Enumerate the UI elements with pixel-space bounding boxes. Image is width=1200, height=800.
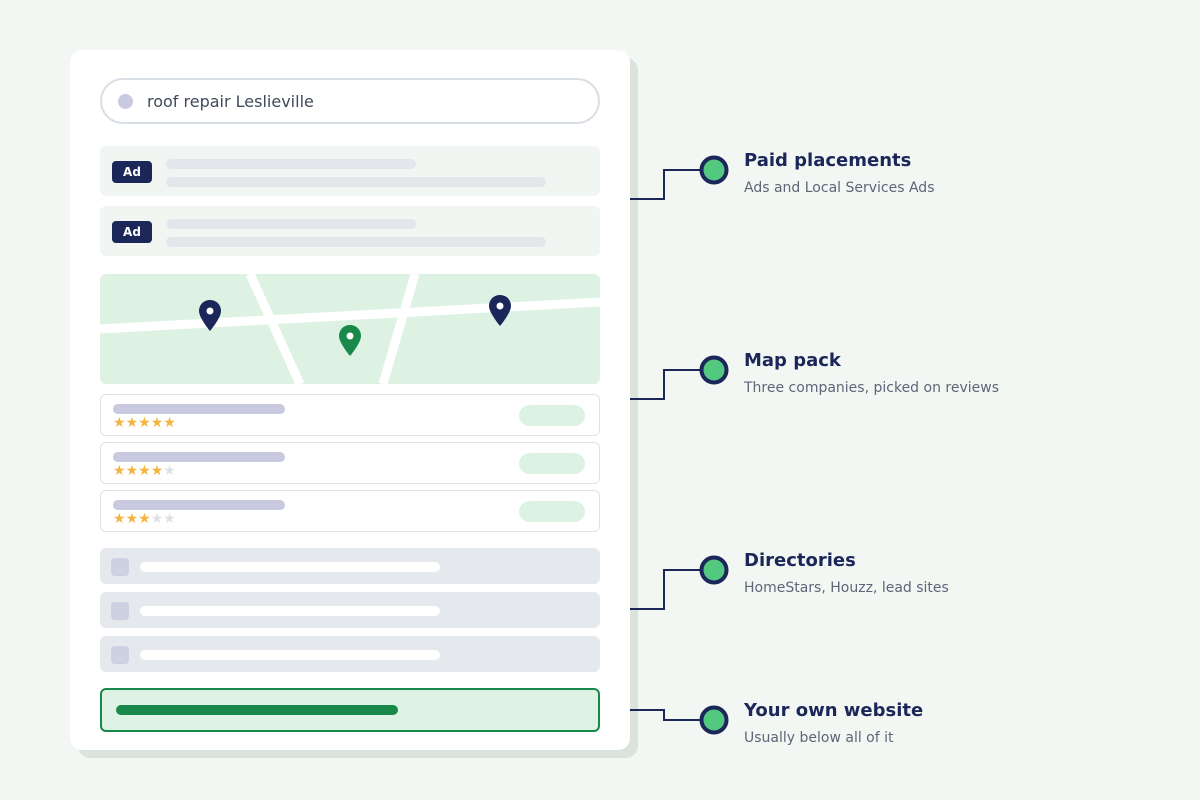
- star-filled-icon: ★: [125, 511, 139, 527]
- ad-title-placeholder: [166, 159, 416, 169]
- star-filled-icon: ★: [163, 415, 176, 431]
- directory-favicon: [111, 646, 129, 664]
- map-pin-icon[interactable]: [199, 300, 221, 331]
- ad-text-placeholder: [166, 177, 546, 187]
- callout-title-paid: Paid placements: [744, 150, 912, 171]
- ad-badge: Ad: [112, 221, 152, 243]
- ad-badge: Ad: [112, 161, 152, 183]
- search-icon: [118, 93, 133, 109]
- callout-node: [699, 355, 729, 385]
- directory-title-placeholder: [140, 606, 440, 616]
- star-filled-icon: ★: [113, 415, 126, 431]
- callout-subtitle-directories: HomeStars, Houzz, lead sites: [744, 580, 949, 596]
- callout-title-directories: Directories: [744, 550, 856, 571]
- map-pack-listing[interactable]: ★★★★★: [100, 490, 600, 532]
- map-pack-map[interactable]: [100, 274, 600, 384]
- callout-title-website: Your own website: [744, 700, 924, 721]
- star-rating: ★★★★★: [113, 511, 176, 527]
- star-filled-icon: ★: [150, 463, 164, 479]
- map-pack-listing[interactable]: ★★★★★: [100, 394, 600, 436]
- own-website-title-placeholder: [116, 705, 398, 715]
- star-filled-icon: ★: [113, 463, 126, 479]
- star-filled-icon: ★: [113, 511, 126, 527]
- star-filled-icon: ★: [150, 415, 164, 431]
- own-website-result[interactable]: [100, 688, 600, 732]
- star-filled-icon: ★: [138, 511, 151, 527]
- directory-title-placeholder: [140, 650, 440, 660]
- ad-result[interactable]: Ad: [100, 146, 600, 196]
- map-illustration: [100, 274, 600, 384]
- search-query: roof repair Leslieville: [147, 91, 314, 111]
- ad-text-placeholder: [166, 237, 546, 247]
- star-rating: ★★★★★: [113, 415, 176, 431]
- listing-name-placeholder: [113, 500, 285, 510]
- star-filled-icon: ★: [138, 415, 151, 431]
- map-pin-icon[interactable]: [489, 295, 511, 326]
- star-filled-icon: ★: [125, 415, 139, 431]
- callout-node: [699, 705, 729, 735]
- star-empty-icon: ★: [150, 511, 164, 527]
- map-pack-listing[interactable]: ★★★★★: [100, 442, 600, 484]
- star-filled-icon: ★: [138, 463, 151, 479]
- star-empty-icon: ★: [163, 463, 176, 479]
- callout-subtitle-website: Usually below all of it: [744, 730, 894, 746]
- star-filled-icon: ★: [125, 463, 139, 479]
- callout-title-map: Map pack: [744, 350, 841, 371]
- directory-result[interactable]: [100, 548, 600, 584]
- directory-result[interactable]: [100, 592, 600, 628]
- search-bar[interactable]: roof repair Leslieville: [100, 78, 600, 124]
- callout-node: [699, 155, 729, 185]
- ad-title-placeholder: [166, 219, 416, 229]
- listing-action-pill[interactable]: [519, 501, 585, 522]
- listing-action-pill[interactable]: [519, 453, 585, 474]
- map-pin-icon[interactable]: [339, 325, 361, 356]
- listing-name-placeholder: [113, 452, 285, 462]
- listing-name-placeholder: [113, 404, 285, 414]
- directory-favicon: [111, 558, 129, 576]
- directory-title-placeholder: [140, 562, 440, 572]
- directory-result[interactable]: [100, 636, 600, 672]
- listing-action-pill[interactable]: [519, 405, 585, 426]
- star-empty-icon: ★: [163, 511, 176, 527]
- callout-subtitle-paid: Ads and Local Services Ads: [744, 180, 935, 196]
- directory-favicon: [111, 602, 129, 620]
- callout-subtitle-map: Three companies, picked on reviews: [744, 380, 1000, 396]
- star-rating: ★★★★★: [113, 463, 176, 479]
- ad-result[interactable]: Ad: [100, 206, 600, 256]
- callout-node: [699, 555, 729, 585]
- search-results-card: roof repair Leslieville Ad Ad: [70, 50, 630, 750]
